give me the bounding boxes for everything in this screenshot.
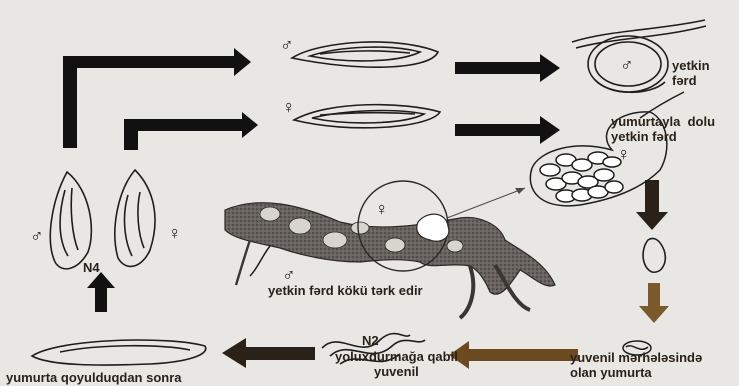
male-symbol-icon: ♂ [280, 36, 294, 54]
arrow-egg-to-n2 [449, 341, 578, 369]
female-after-laying-drawing [32, 340, 206, 365]
male-juvenile-drawing [292, 42, 438, 67]
arrow-n2-to-after-laying [222, 338, 315, 368]
female-symbol-icon: ♀ [168, 224, 182, 242]
n4-female-drawing [115, 170, 155, 266]
arrow-male-path [63, 48, 251, 148]
arrow-up-to-n4 [87, 272, 115, 312]
female-juvenile-drawing [294, 105, 440, 128]
arrow-down-to-egg [636, 180, 668, 230]
male-symbol-icon: ♂ [620, 56, 634, 74]
label-adult-leaves-root: yetkin fərd kökü tərk edir [268, 283, 423, 298]
female-symbol-icon: ♀ [375, 200, 389, 218]
label-stage-n2: N2 [362, 333, 379, 348]
label-stage-n4: N4 [83, 260, 100, 275]
arrow-male-to-adult [455, 54, 560, 82]
label-adult-male: yetkin fərd [672, 58, 710, 88]
female-symbol-icon: ♀ [617, 145, 631, 163]
male-symbol-icon: ♂ [30, 227, 44, 245]
adult-female-with-eggs-drawing [530, 92, 684, 206]
male-symbol-icon: ♂ [282, 266, 296, 284]
egg-drawing [643, 238, 665, 272]
n4-male-drawing [50, 172, 91, 269]
label-egg-juvenile-stage: yuvenil mərhələsində olan yumurta [570, 350, 702, 380]
arrow-female-path [124, 112, 258, 150]
label-adult-female-with-eggs: yumurtayla dolu yetkin fərd [611, 114, 715, 144]
arrow-down-to-egg-stage [639, 283, 669, 323]
label-infective-juvenile: yoluxdurmağa qabil yuvenil [335, 349, 458, 379]
female-symbol-icon: ♀ [282, 98, 296, 116]
arrow-female-to-adult [455, 116, 560, 144]
label-after-egg-laying: yumurta qoyulduqdan sonra [6, 370, 182, 385]
